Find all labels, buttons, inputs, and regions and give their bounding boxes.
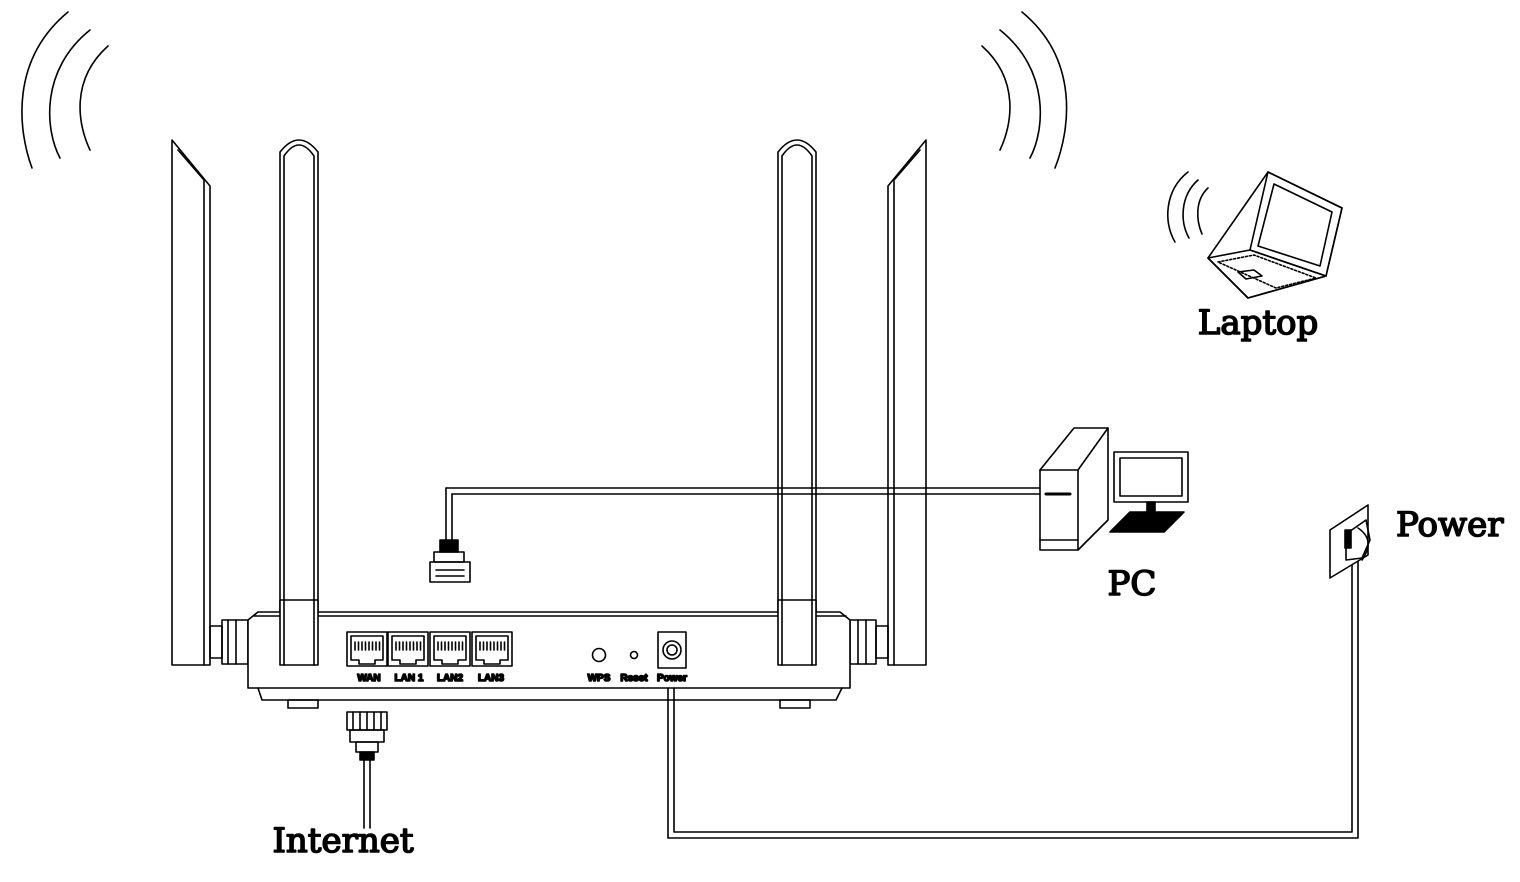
wps-button[interactable] <box>591 647 607 663</box>
internet-ethernet-plug-icon <box>346 711 388 829</box>
lan1-port-label: LAN 1 <box>395 673 424 684</box>
power-port-label: Power <box>657 673 687 684</box>
antenna-left-inner <box>279 139 319 666</box>
pc-label: PC <box>1108 564 1157 604</box>
lan3-port-label: LAN3 <box>478 673 505 684</box>
lan1-port[interactable] <box>387 631 429 667</box>
lan2-port-label: LAN2 <box>437 673 464 684</box>
power-cable <box>667 559 1359 839</box>
power-label: Power <box>1396 505 1504 545</box>
router-ports <box>346 631 513 667</box>
internet-label: Internet <box>272 821 413 861</box>
lan-ethernet-plug-icon <box>429 487 1041 583</box>
laptop-icon <box>1207 171 1343 299</box>
lan3-port[interactable] <box>471 631 513 667</box>
wan-port[interactable] <box>346 631 388 667</box>
antenna-right-inner <box>777 139 817 666</box>
wps-label: WPS <box>588 673 611 684</box>
wifi-waves-right-icon <box>981 11 1068 169</box>
wifi-waves-left-icon <box>21 11 109 169</box>
reset-label: Reset <box>620 673 648 684</box>
laptop-label: Laptop <box>1198 303 1319 343</box>
antenna-left-outer <box>171 139 249 666</box>
router-body <box>247 599 851 709</box>
wan-port-label: WAN <box>357 673 380 684</box>
wall-outlet-icon <box>1329 504 1371 579</box>
antenna-right-outer <box>849 139 927 666</box>
lan2-port[interactable] <box>429 631 471 667</box>
laptop-wifi-waves-icon <box>1166 171 1209 243</box>
reset-pinhole[interactable] <box>629 650 639 660</box>
pc-tower-icon <box>1039 427 1109 551</box>
monitor-icon <box>1109 451 1189 533</box>
power-jack[interactable] <box>657 631 687 669</box>
